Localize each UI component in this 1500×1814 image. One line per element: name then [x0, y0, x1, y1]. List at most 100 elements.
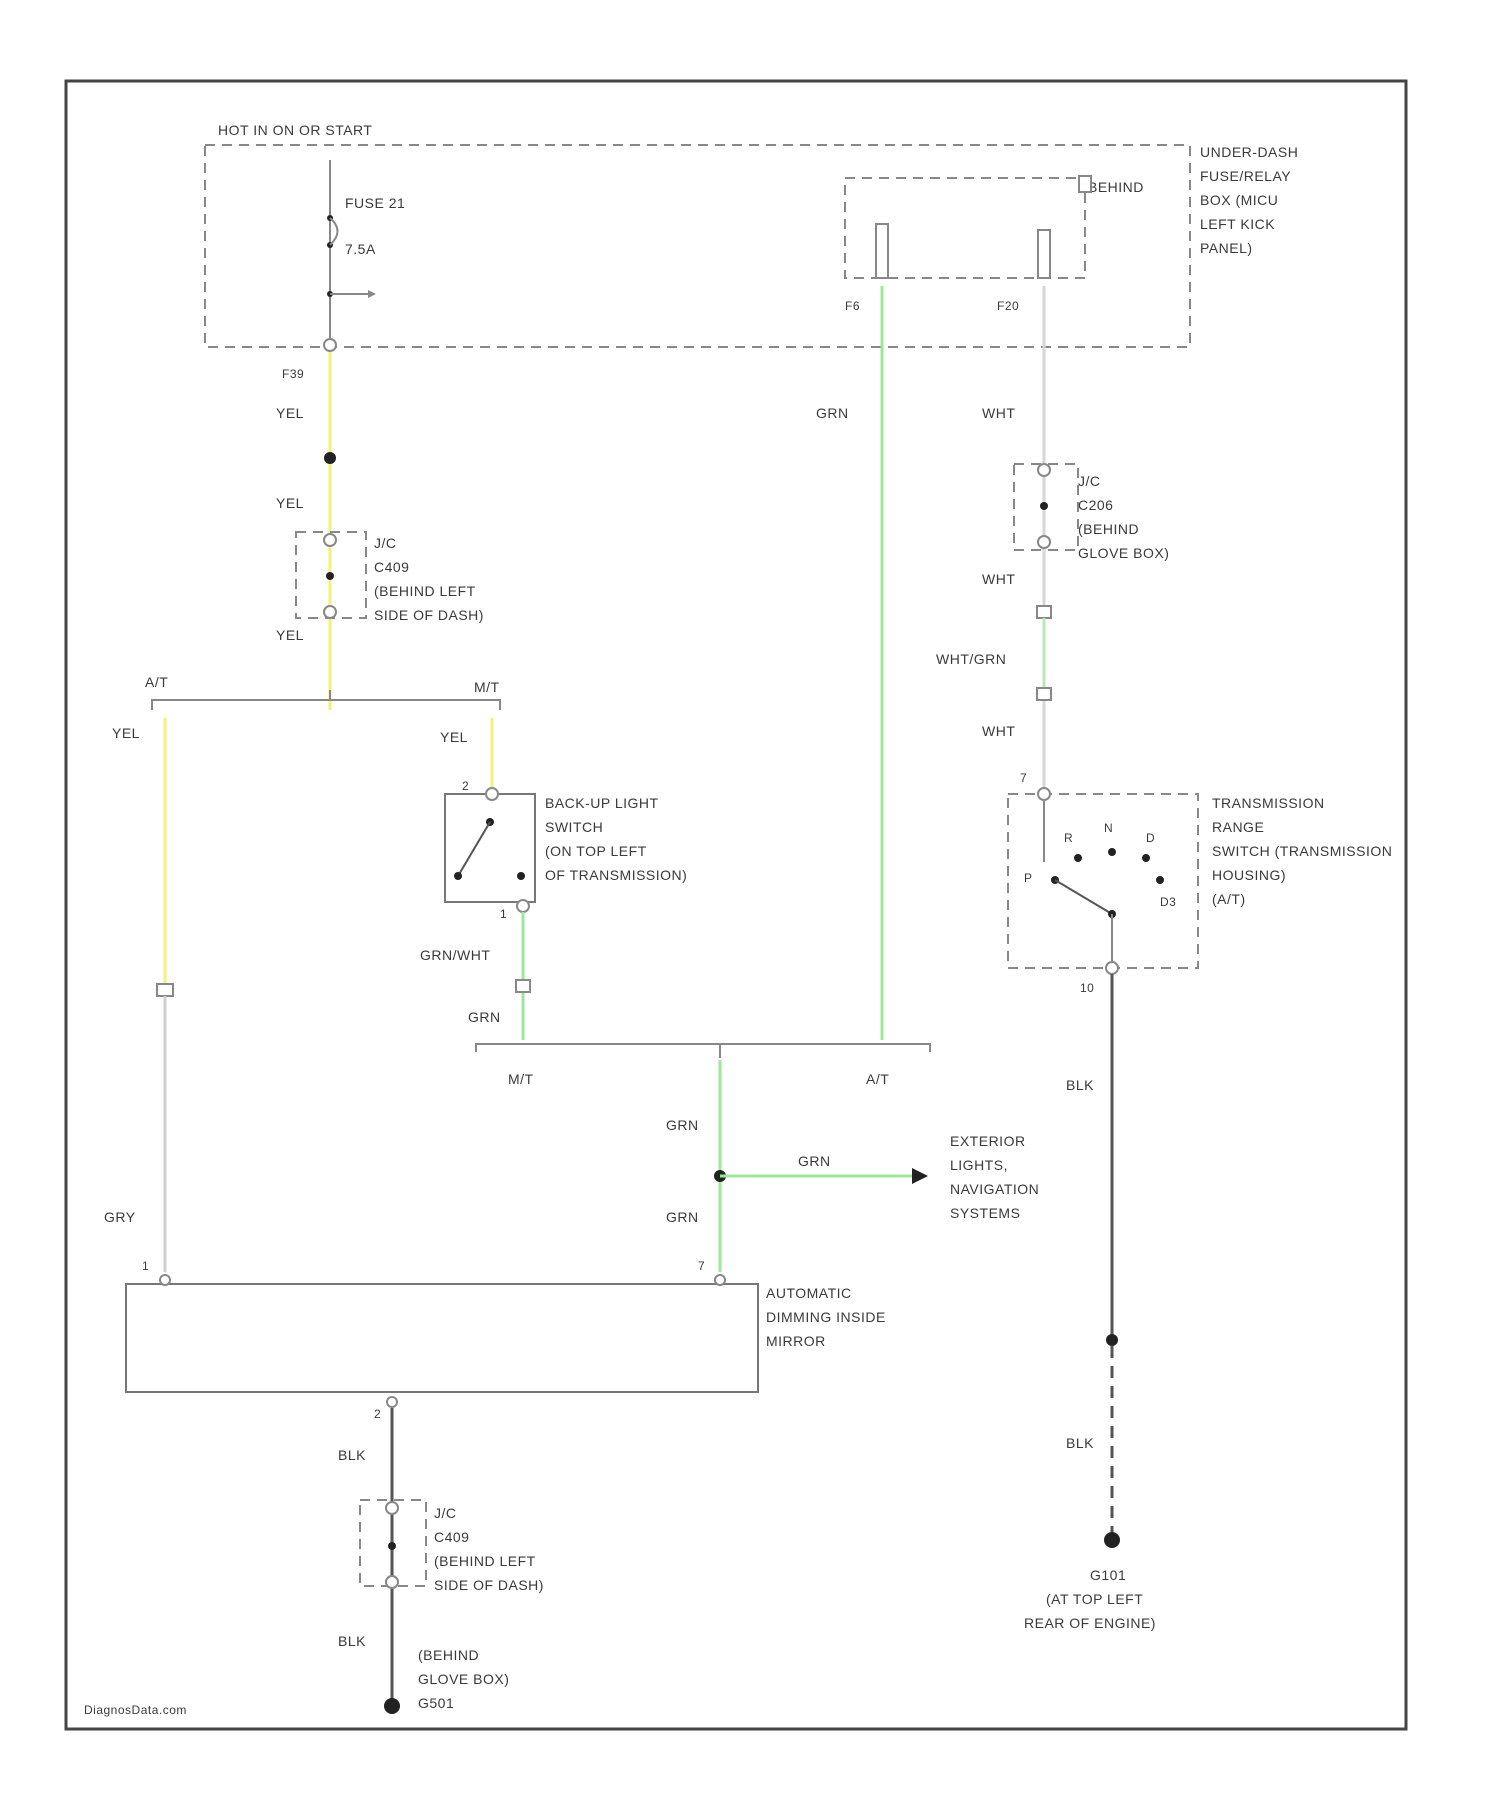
grn-brace-mt-label: M/T — [508, 1071, 534, 1087]
wire-blk-label-2: BLK — [338, 1633, 366, 1649]
connector-grn-wht — [516, 980, 530, 992]
relay-terminal-f6 — [876, 224, 888, 278]
ground-g101-icon — [1104, 1532, 1120, 1548]
wire-yel-label-1: YEL — [276, 405, 304, 421]
behind-label: BEHIND — [1088, 179, 1144, 195]
svg-text:DIMMING INSIDE: DIMMING INSIDE — [766, 1309, 886, 1325]
svg-text:GLOVE BOX): GLOVE BOX) — [418, 1671, 509, 1687]
svg-text:SIDE OF DASH): SIDE OF DASH) — [374, 607, 484, 623]
ground-g501-icon — [384, 1698, 400, 1714]
fuse-branch-arrow — [368, 290, 376, 298]
svg-text:(ON TOP LEFT: (ON TOP LEFT — [545, 843, 647, 859]
svg-text:(AT TOP LEFT: (AT TOP LEFT — [1046, 1591, 1143, 1607]
wire-grn-label-3: GRN — [666, 1117, 699, 1133]
svg-text:LEFT KICK: LEFT KICK — [1200, 216, 1275, 232]
backup-switch-bottom-pin — [517, 900, 529, 912]
backup-pin-1: 1 — [500, 907, 507, 921]
wire-yel-label-3: YEL — [276, 627, 304, 643]
gear-n-contact — [1108, 848, 1116, 856]
svg-text:(BEHIND: (BEHIND — [418, 1647, 479, 1663]
svg-text:HOUSING): HOUSING) — [1212, 867, 1286, 883]
yel-brace-at-label: A/T — [145, 674, 168, 690]
grn-brace-at-label: A/T — [866, 1071, 889, 1087]
svg-text:SWITCH: SWITCH — [545, 819, 603, 835]
splice-blk — [1106, 1334, 1118, 1346]
watermark: DiagnosData.com — [84, 1703, 187, 1717]
relay-terminal-f20 — [1038, 230, 1050, 278]
svg-text:TRANSMISSION: TRANSMISSION — [1212, 795, 1325, 811]
yel-brace-mt-label: M/T — [474, 679, 500, 695]
wire-grn-label-5: GRN — [666, 1209, 699, 1225]
svg-text:J/C: J/C — [1078, 473, 1101, 489]
gear-d3-label: D3 — [1160, 895, 1176, 909]
wire-grn-wht-label: GRN/WHT — [420, 947, 490, 963]
pin-f20: F20 — [997, 299, 1019, 313]
trans-range-label: TRANSMISSION RANGE SWITCH (TRANSMISSION … — [1212, 795, 1392, 907]
trans-range-bottom-pin — [1106, 962, 1118, 974]
mirror-pin-1-terminal — [160, 1275, 170, 1285]
wire-grn-label-2: GRN — [816, 405, 849, 421]
fuse-element — [330, 218, 338, 245]
wire-wht-label-3: WHT — [982, 723, 1015, 739]
jc-c409-bottom-pin-a — [386, 1502, 398, 1514]
backup-switch-label: BACK-UP LIGHT SWITCH (ON TOP LEFT OF TRA… — [545, 795, 687, 883]
backup-switch-top-pin — [486, 788, 498, 800]
exterior-lights-label: EXTERIOR LIGHTS, NAVIGATION SYSTEMS — [950, 1133, 1039, 1221]
svg-text:PANEL): PANEL) — [1200, 240, 1253, 256]
g101-label: G101 (AT TOP LEFT REAR OF ENGINE) — [1024, 1567, 1156, 1631]
wire-grn-label-1: GRN — [468, 1009, 501, 1025]
jc-c409-bottom-pin-b — [386, 1576, 398, 1588]
svg-text:G501: G501 — [418, 1695, 454, 1711]
wire-wht-label-2: WHT — [982, 571, 1015, 587]
yel-brace — [152, 700, 500, 710]
jc-c206-pin-b — [1038, 536, 1050, 548]
backup-switch-box — [445, 794, 535, 902]
svg-text:C206: C206 — [1078, 497, 1113, 513]
svg-text:FUSE/RELAY: FUSE/RELAY — [1200, 168, 1291, 184]
svg-text:GLOVE BOX): GLOVE BOX) — [1078, 545, 1169, 561]
mirror-pin-7-terminal — [715, 1275, 725, 1285]
mirror-box — [126, 1284, 758, 1392]
wire-yel-label-2: YEL — [276, 495, 304, 511]
trans-pin-7: 7 — [1020, 771, 1027, 785]
mirror-pin-7: 7 — [698, 1259, 705, 1273]
diagram-frame — [66, 81, 1406, 1729]
gear-p-label: P — [1024, 871, 1033, 885]
svg-text:(BEHIND: (BEHIND — [1078, 521, 1139, 537]
gear-r-label: R — [1064, 831, 1073, 845]
wire-yel-label-4: YEL — [112, 725, 140, 741]
gear-d-label: D — [1146, 831, 1155, 845]
jc-c206-label: J/C C206 (BEHIND GLOVE BOX) — [1078, 473, 1169, 561]
svg-text:REAR OF ENGINE): REAR OF ENGINE) — [1024, 1615, 1156, 1631]
pin-f6: F6 — [845, 299, 860, 313]
pin-f39: F39 — [282, 367, 304, 381]
jc-c409-bottom-label: J/C C409 (BEHIND LEFT SIDE OF DASH) — [434, 1505, 544, 1593]
svg-text:(A/T): (A/T) — [1212, 891, 1246, 907]
jc-c409-top-label: J/C C409 (BEHIND LEFT SIDE OF DASH) — [374, 535, 484, 623]
svg-text:SIDE OF DASH): SIDE OF DASH) — [434, 1577, 544, 1593]
svg-text:LIGHTS,: LIGHTS, — [950, 1157, 1008, 1173]
grn-brace — [476, 1044, 930, 1052]
fuse-name: FUSE 21 — [345, 195, 405, 211]
connector-f39 — [324, 339, 336, 351]
svg-text:G101: G101 — [1090, 1567, 1126, 1583]
trans-range-top-pin — [1038, 788, 1050, 800]
wire-blk-label-3: BLK — [1066, 1077, 1094, 1093]
relay-connector-small — [1079, 176, 1091, 192]
svg-text:(BEHIND LEFT: (BEHIND LEFT — [434, 1553, 536, 1569]
svg-text:NAVIGATION: NAVIGATION — [950, 1181, 1039, 1197]
splice-yel — [324, 452, 336, 464]
backup-switch-pivot — [454, 872, 462, 880]
jc-c409-top-dot — [326, 572, 334, 580]
wire-grn-label-4: GRN — [798, 1153, 831, 1169]
wire-wht-label-1: WHT — [982, 405, 1015, 421]
wire-wht-grn-label: WHT/GRN — [936, 651, 1006, 667]
trans-pin-10: 10 — [1080, 981, 1094, 995]
svg-text:BOX (MICU: BOX (MICU — [1200, 192, 1278, 208]
hot-in-on-label: HOT IN ON OR START — [218, 122, 372, 138]
fuse-amp: 7.5A — [345, 241, 376, 257]
gear-n-label: N — [1104, 821, 1113, 835]
gear-d-contact — [1142, 854, 1150, 862]
backup-switch-contact-bottom — [517, 872, 525, 880]
